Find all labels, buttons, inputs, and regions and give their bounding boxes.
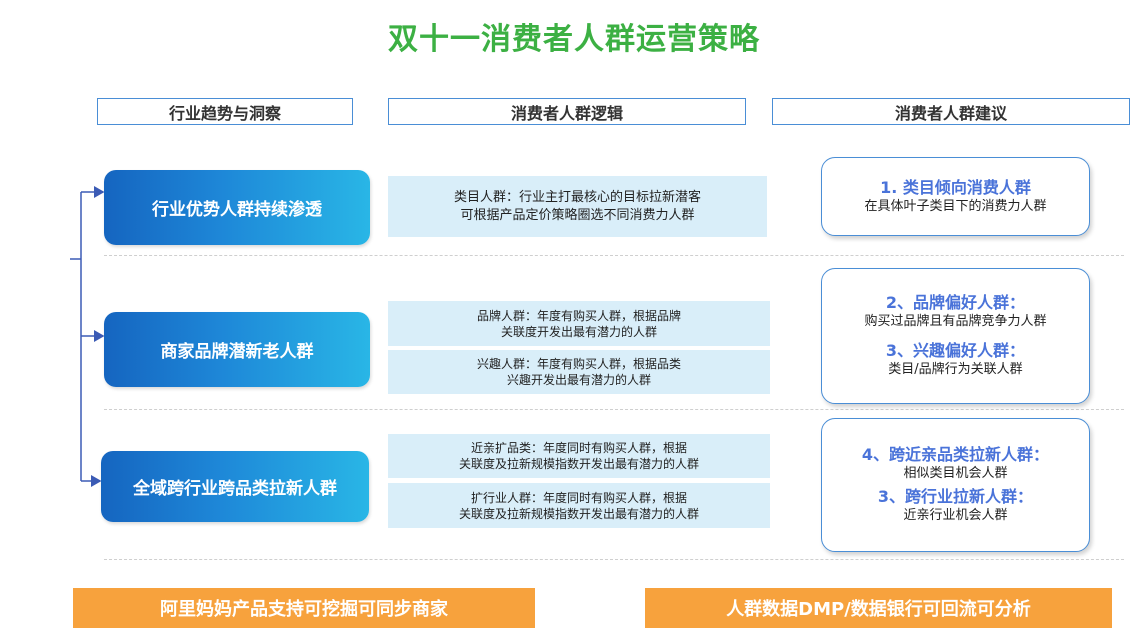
trend-box-1: 行业优势人群持续渗透 <box>104 170 370 245</box>
logic-line: 扩行业人群：年度同时有购买人群，根据 <box>470 490 687 505</box>
row-divider <box>104 255 1124 256</box>
suggest-desc: 相似类目机会人群 <box>903 466 1008 481</box>
bottom-banner-right: 人群数据DMP/数据银行可回流可分析 <box>645 588 1112 628</box>
logic-line: 关联度开发出最有潜力的人群 <box>500 324 657 339</box>
logic-line: 关联度及拉新规模指数开发出最有潜力的人群 <box>458 457 699 471</box>
header-trend: 行业趋势与洞察 <box>97 98 353 125</box>
suggest-heading: 1. 类目倾向消费人群 <box>880 177 1031 197</box>
trend-box-2: 商家品牌潜新老人群 <box>104 312 370 387</box>
suggest-heading: 4、跨近亲品类拉新人群： <box>861 445 1050 464</box>
trend-box-3: 全域跨行业跨品类拉新人群 <box>101 451 369 522</box>
suggest-desc: 购买过品牌且有品牌竞争力人群 <box>864 314 1047 329</box>
suggest-desc: 类目/品牌行为关联人群 <box>888 362 1023 377</box>
page-title: 双十一消费者人群运营策略 <box>388 22 760 57</box>
logic-line: 类目人群：行业主打最核心的目标拉新潜客 <box>453 189 701 205</box>
bracket-connector <box>70 186 105 487</box>
header-suggest: 消费者人群建议 <box>772 98 1130 125</box>
suggest-desc: 近亲行业机会人群 <box>903 508 1008 523</box>
bottom-banner-left: 阿里妈妈产品支持可挖掘可同步商家 <box>73 588 535 628</box>
logic-line: 近亲扩品类：年度同时有购买人群，根据 <box>470 441 687 455</box>
logic-line: 关联度及拉新规模指数开发出最有潜力的人群 <box>458 506 699 521</box>
suggest-box-3: 4、跨近亲品类拉新人群： 相似类目机会人群 3、跨行业拉新人群： 近亲行业机会人… <box>821 418 1090 552</box>
logic-box-2b: 兴趣人群：年度有购买人群，根据品类 兴趣开发出最有潜力的人群 <box>388 350 770 394</box>
suggest-heading: 3、兴趣偏好人群： <box>885 341 1026 360</box>
suggest-box-2: 2、品牌偏好人群： 购买过品牌且有品牌竞争力人群 3、兴趣偏好人群： 类目/品牌… <box>821 268 1090 404</box>
logic-line: 兴趣开发出最有潜力的人群 <box>506 373 651 387</box>
suggest-heading: 2、品牌偏好人群： <box>885 293 1026 312</box>
logic-box-3b: 扩行业人群：年度同时有购买人群，根据 关联度及拉新规模指数开发出最有潜力的人群 <box>388 483 770 528</box>
row-divider <box>104 409 1124 410</box>
suggest-heading: 3、跨行业拉新人群： <box>877 487 1034 506</box>
logic-box-3a: 近亲扩品类：年度同时有购买人群，根据 关联度及拉新规模指数开发出最有潜力的人群 <box>388 434 770 478</box>
logic-box-2a: 品牌人群：年度有购买人群，根据品牌 关联度开发出最有潜力的人群 <box>388 301 770 346</box>
header-logic: 消费者人群逻辑 <box>388 98 746 125</box>
logic-line: 品牌人群：年度有购买人群，根据品牌 <box>476 308 681 323</box>
row-divider <box>104 559 1124 560</box>
suggest-desc: 在具体叶子类目下的消费力人群 <box>864 198 1047 214</box>
suggest-box-1: 1. 类目倾向消费人群 在具体叶子类目下的消费力人群 <box>821 157 1090 236</box>
logic-line: 兴趣人群：年度有购买人群，根据品类 <box>476 357 681 371</box>
logic-line: 可根据产品定价策略圈选不同消费力人群 <box>460 207 695 223</box>
logic-box-1: 类目人群：行业主打最核心的目标拉新潜客 可根据产品定价策略圈选不同消费力人群 <box>388 176 767 237</box>
